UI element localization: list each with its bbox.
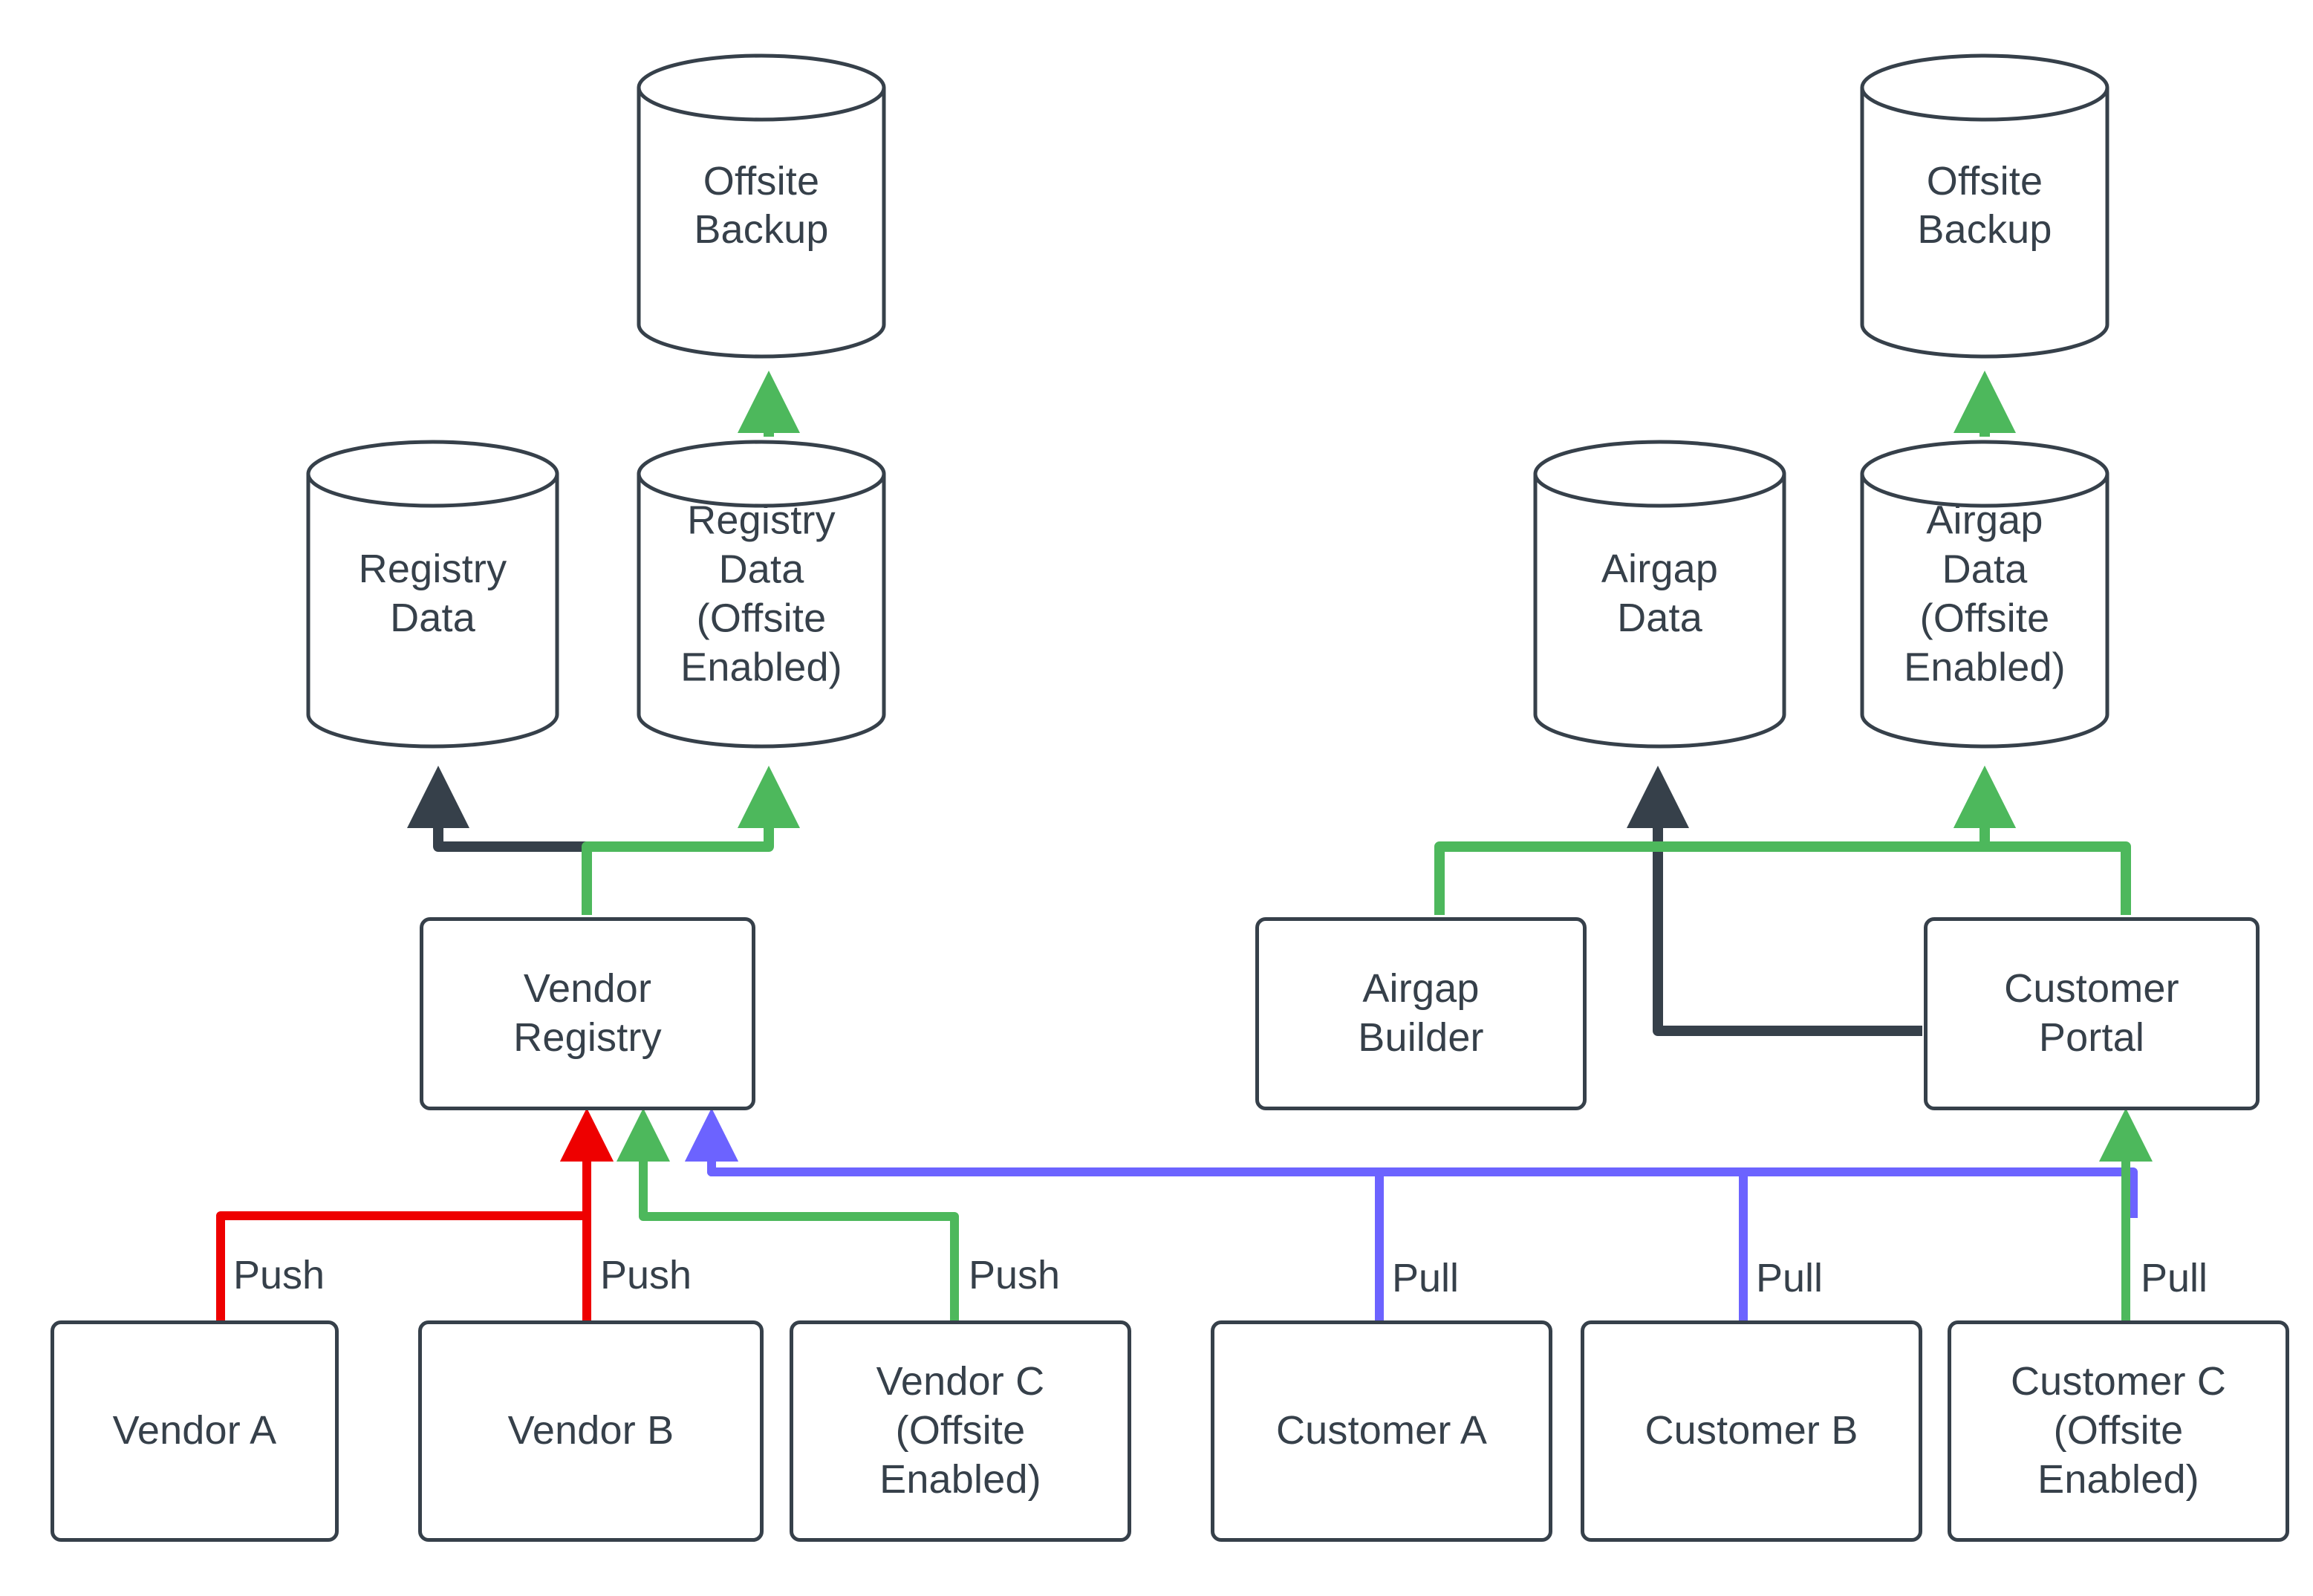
edge-customer-portal-to-airgap-data [1627, 766, 1922, 1036]
node-label: Customer A [1275, 1408, 1488, 1453]
edge-label-vendor-c-push: Push [964, 1253, 1065, 1298]
edge-label-vendor-b-push: Push [596, 1253, 697, 1298]
node-registry-data[interactable]: Registry Data [305, 438, 561, 750]
node-registry-data-offsite[interactable]: Registry Data (Offsite Enabled) [635, 438, 888, 750]
node-label: Registry Data (Offsite Enabled) [680, 498, 842, 689]
edge-label-vendor-a-push: Push [229, 1253, 330, 1298]
node-customer-portal[interactable]: Customer Portal [1924, 917, 2260, 1110]
node-vendor-a[interactable]: Vendor A [51, 1320, 339, 1542]
edge-label-customer-b-pull: Pull [1751, 1256, 1828, 1301]
node-label: Registry Data [358, 547, 507, 640]
node-offsite-backup-right[interactable]: Offsite Backup [1858, 52, 2111, 360]
node-customer-c[interactable]: Customer C (Offsite Enabled) [1948, 1320, 2289, 1542]
edge-label-customer-a-pull: Pull [1388, 1256, 1464, 1301]
node-customer-a[interactable]: Customer A [1211, 1320, 1552, 1542]
node-label: Offsite Backup [694, 158, 829, 253]
node-label: Customer C (Offsite Enabled) [2010, 1359, 2227, 1502]
node-label: Vendor A [112, 1408, 277, 1453]
node-label: Airgap Builder [1358, 966, 1484, 1060]
node-label: Vendor Registry [513, 966, 662, 1060]
node-vendor-b[interactable]: Vendor B [418, 1320, 764, 1542]
node-vendor-c[interactable]: Vendor C (Offsite Enabled) [790, 1320, 1131, 1542]
node-label: Vendor C (Offsite Enabled) [876, 1359, 1045, 1502]
edge-label-customer-c-pull: Pull [2136, 1256, 2213, 1301]
node-airgap-builder[interactable]: Airgap Builder [1255, 917, 1587, 1110]
node-label: Offsite Backup [1917, 158, 2052, 253]
edge-customer-portal-to-airgap-data-offsite [1953, 766, 2131, 915]
node-vendor-registry[interactable]: Vendor Registry [420, 917, 755, 1110]
node-airgap-data-offsite[interactable]: Airgap Data (Offsite Enabled) [1858, 438, 2111, 750]
node-label: Customer Portal [2004, 966, 2179, 1060]
node-customer-b[interactable]: Customer B [1581, 1320, 1922, 1542]
edge-vendor-registry-to-registry-data-offsite [582, 766, 800, 915]
edge-customer-c-bus-to-vendor-registry [712, 1167, 2138, 1218]
node-label: Airgap Data [1601, 547, 1719, 640]
node-label: Airgap Data (Offsite Enabled) [1904, 498, 2066, 689]
node-label: Customer B [1645, 1408, 1858, 1453]
node-offsite-backup-left[interactable]: Offsite Backup [635, 52, 888, 360]
node-airgap-data[interactable]: Airgap Data [1532, 438, 1788, 750]
edge-vendor-c-to-vendor-registry [617, 1108, 959, 1320]
node-label: Vendor B [507, 1408, 674, 1453]
